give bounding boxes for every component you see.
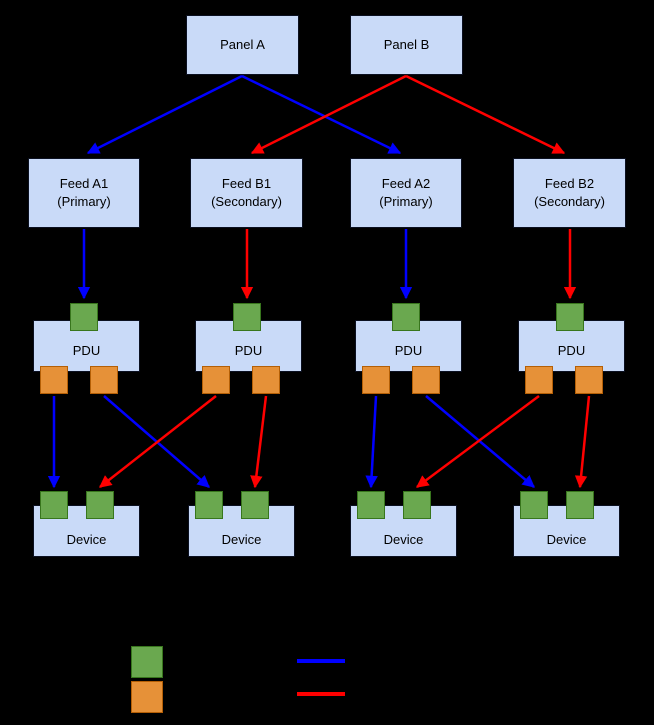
path-panelA-feedA1 (86, 74, 243, 155)
device2-input-port-left (195, 491, 223, 519)
node-sublabel: (Primary) (57, 194, 111, 209)
legend-blue-path-swatch (297, 659, 345, 663)
node-pdu-4: PDU (518, 320, 625, 372)
device3-input-port-right (403, 491, 431, 519)
pdu3-input-port (392, 303, 420, 331)
node-sublabel: (Secondary) (534, 194, 605, 209)
device1-input-port-right (86, 491, 114, 519)
device1-input-port-left (40, 491, 68, 519)
path-pdu1-device2 (103, 395, 210, 488)
node-label: Feed A1 (59, 176, 109, 192)
node-label: Device (546, 532, 587, 548)
device4-input-port-left (520, 491, 548, 519)
node-feed-a2: Feed A2 (Primary) (350, 158, 462, 228)
node-feed-a1: Feed A1 (Primary) (28, 158, 140, 228)
node-label: PDU (72, 343, 101, 359)
node-label: Device (221, 532, 262, 548)
path-panelA-feedA2 (241, 74, 402, 155)
pdu1-output-port-left (40, 366, 68, 394)
node-label: PDU (557, 343, 586, 359)
pdu2-output-port-left (202, 366, 230, 394)
pdu1-output-port-right (90, 366, 118, 394)
device3-input-port-left (357, 491, 385, 519)
pdu2-output-port-right (252, 366, 280, 394)
pdu1-input-port (70, 303, 98, 331)
pdu3-output-port-left (362, 366, 390, 394)
node-label: PDU (394, 343, 423, 359)
path-panelB-feedB1 (250, 74, 407, 155)
device4-input-port-right (566, 491, 594, 519)
node-feed-b2: Feed B2 (Secondary) (513, 158, 626, 228)
node-pdu-2: PDU (195, 320, 302, 372)
legend-orange-port-swatch (131, 681, 163, 713)
node-panel-b: Panel B (350, 15, 463, 75)
path-pdu3-device3 (365, 395, 378, 489)
pdu4-input-port (556, 303, 584, 331)
node-label: Device (383, 532, 424, 548)
node-label: PDU (234, 343, 263, 359)
node-label: Feed B1 (221, 176, 272, 192)
legend-red-path-swatch (297, 692, 345, 696)
node-label: Panel A (220, 37, 265, 53)
path-pdu4-device3 (415, 394, 540, 489)
node-label: Feed A2 (381, 176, 431, 192)
path-pdu2-device2 (250, 395, 268, 489)
pdu4-output-port-left (525, 366, 553, 394)
path-pdu2-device1 (99, 395, 217, 488)
node-panel-a: Panel A (186, 15, 299, 75)
node-label: Device (66, 532, 107, 548)
device2-input-port-right (241, 491, 269, 519)
pdu3-output-port-right (412, 366, 440, 394)
node-sublabel: (Secondary) (211, 194, 282, 209)
pdu4-output-port-right (575, 366, 603, 394)
node-label: Panel B (383, 37, 430, 53)
node-sublabel: (Primary) (379, 194, 433, 209)
node-feed-b1: Feed B1 (Secondary) (190, 158, 303, 228)
pdu2-input-port (233, 303, 261, 331)
legend-green-port-swatch (131, 646, 163, 678)
path-pdu4-device4 (574, 395, 591, 489)
node-label: Feed B2 (544, 176, 595, 192)
path-panelB-feedB2 (405, 74, 566, 155)
path-pdu3-device4 (425, 395, 535, 488)
